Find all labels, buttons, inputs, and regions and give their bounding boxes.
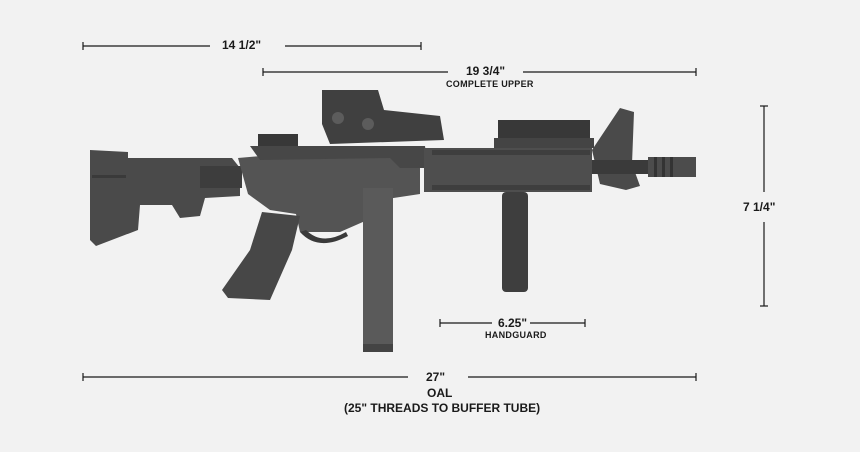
oal-note: (25" THREADS TO BUFFER TUBE) [344,401,541,415]
oal-length-label: 27" [426,370,446,384]
stock-ridge [92,175,126,178]
rear-sight [258,134,298,146]
trigger-guard [300,230,348,244]
magazine [363,188,393,352]
front-sight-post [592,108,640,190]
oal-caption: OAL [427,386,453,400]
handguard-rails [432,150,590,190]
height-label: 7 1/4" [743,200,776,214]
upper-length-label: 19 3/4" [466,64,506,78]
optic-knob-left [332,112,344,124]
handguard-caption: HANDGUARD [485,330,547,340]
rifle-illustration [90,90,696,352]
vertical-foregrip [502,192,528,292]
handguard [424,148,592,192]
handguard-length-label: 6.25" [498,316,528,330]
laser-mount [494,138,594,148]
holographic-sight [322,90,444,144]
buffer-tube [200,166,242,188]
buttstock [90,150,240,246]
upper-receiver [250,146,428,168]
optic-knob-right [362,118,374,130]
laser-module [498,120,590,140]
receiver-length-label: 14 1/2" [222,38,262,52]
magazine-baseplate [363,344,393,352]
flash-hider-slots [654,157,673,177]
pistol-grip [222,212,300,300]
barrel [592,160,648,174]
upper-caption: COMPLETE UPPER [446,79,534,89]
dimension-lines [82,42,768,381]
